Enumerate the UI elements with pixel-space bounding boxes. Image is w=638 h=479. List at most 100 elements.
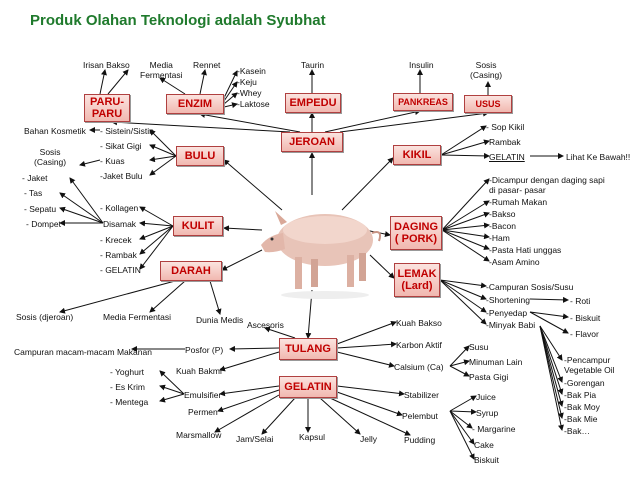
box-enzim-label: ENZIM [177,98,213,110]
label-bak-mie: -Bak Mie [564,414,598,424]
connector-arrow [139,225,174,255]
connector-arrow [539,325,563,383]
connector-arrow [449,410,473,429]
label-rennet: Rennet [193,60,221,70]
connector-arrow [336,351,395,368]
label-jelly: Jelly [360,434,378,444]
box-empedu-label: EMPEDU [289,97,337,109]
connector-arrow [336,341,397,349]
label-pelembut: Pelembut [402,411,438,421]
label-bakso: -Bakso [489,209,516,219]
connector-arrow [336,391,403,417]
connector-arrow [261,397,296,435]
connector-arrow [439,279,487,313]
connector-arrow [441,211,490,231]
connector-arrow [223,81,238,102]
label-sosis-casing-right: Sosis (Casing) [470,60,503,80]
label-pasta-gigi: Pasta Gigi [469,372,509,382]
connector-arrow [529,311,569,320]
connector-arrow [199,111,301,133]
label-kuas: - Kuas [100,156,125,166]
label-gelatin-right: GELATIN [489,152,525,162]
label-sosis-casing-left: Sosis (Casing) [34,147,67,167]
box-kulit: KULIT [173,216,223,236]
label-keju: -Keju [237,77,257,87]
label-marsmallow: Marsmallow [176,430,222,440]
label-tas: - Tas [24,188,43,198]
label-margarine: - Margarine [472,424,516,434]
label-jaket-bulu: -Jaket Bulu [100,171,143,181]
label-karbon-aktif: Karbon Aktif [396,340,442,350]
box-kikil-label: KIKIL [402,149,432,161]
label-gelatin-left: - GELATIN [100,265,141,275]
label-sistein: - Sistein/Sistin [100,126,154,136]
connector-arrow [217,389,280,413]
connector-arrow [149,129,177,157]
connector-arrow [341,157,394,211]
label-juice: Juice [476,392,496,402]
connector-arrow [223,70,238,99]
connector-arrow [219,385,280,397]
label-rambak-right: Rambak [489,137,521,147]
label-pasta-hati: -Pasta Hati unggas [489,245,562,255]
connector-arrow [539,325,563,361]
label-lihat-ke-bawah: Lihat Ke Bawah!! [566,152,631,162]
connector-arrow [223,225,263,232]
connector-arrow [199,69,207,95]
label-bak-pia: -Bak Pia [564,390,597,400]
label-kasein: -Kasein [237,66,266,76]
box-darah: DARAH [160,261,222,281]
connector-arrow [529,311,569,334]
box-gelatin-label: GELATIN [284,381,332,393]
connector-arrow [59,206,104,224]
box-paru-label: PARU- PARU [89,96,124,120]
connector-arrow [440,139,490,156]
connector-arrow [214,394,280,433]
label-minuman-lain: Minuman Lain [469,357,523,367]
page-title: Produk Olahan Teknologi adalah Syubhat [30,12,326,29]
label-dunia-medis: Dunia Medis [196,315,244,325]
label-dompet: - Dompet [26,219,61,229]
label-bacon: -Bacon [489,221,516,231]
box-gelatin: GELATIN [279,376,337,398]
connector-arrow [539,325,564,431]
connector-arrow [159,370,185,395]
label-bak-etc: -Bak… [564,426,590,436]
connector-arrow [439,279,487,300]
connector-arrow [336,385,405,397]
box-usus: USUS [464,95,512,113]
connector-arrow [149,144,177,157]
connector-arrow [219,351,280,372]
connector-arrow [149,155,177,176]
connector-arrow [529,296,569,303]
connector-arrow [209,280,222,315]
label-roti: - Roti [570,296,591,306]
label-bahan-kosmetik: Bahan Kosmetik [24,126,86,136]
connector-arrow [324,109,421,133]
connector-arrow [223,92,238,105]
connector-arrow [139,206,174,227]
connector-arrow [99,69,107,95]
box-bulu-label: BULU [184,150,216,162]
label-insulin: Insulin [409,60,434,70]
label-pencampur: -Pencampur Vegetable Oil [564,355,615,375]
box-darah-label: DARAH [171,265,211,277]
label-calsium: Calsium (Ca) [394,362,444,372]
connector-arrow [139,225,174,270]
connector-arrow [264,326,296,339]
label-syrup: Syrup [476,408,499,418]
connector-arrow [221,249,263,271]
label-sepatu: - Sepatu [24,204,57,214]
connector-arrow [441,222,490,231]
label-biskuit-right: - Biskuit [570,313,601,323]
label-cake: Cake [474,440,494,450]
label-permen: Permen [188,407,218,417]
connector-arrow [439,279,487,289]
box-pankreas-label: PANKREAS [398,97,448,107]
label-kollagen: - Kollagen [100,203,139,213]
label-gorengan: -Gorengan [564,378,605,388]
label-media-fermentasi-top: Media Fermentasi [140,60,183,80]
connector-arrow [539,325,564,395]
connector-arrow [229,345,280,352]
